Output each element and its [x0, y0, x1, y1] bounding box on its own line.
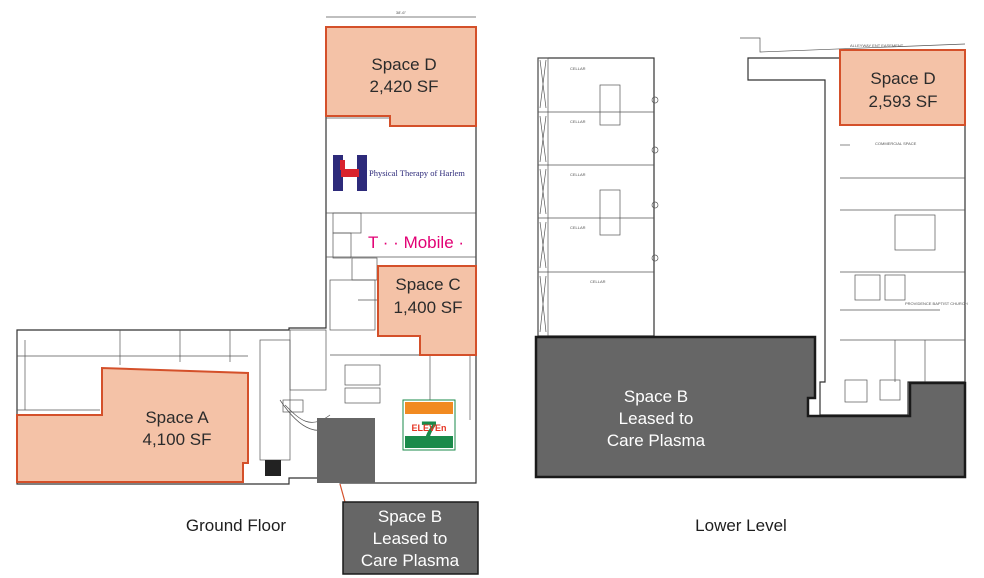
- physical-therapy-name: Physical Therapy of Harlem: [369, 168, 465, 178]
- space-b-lower-tenant: Care Plasma: [607, 431, 706, 450]
- tmobile-logo: T · · Mobile ·: [368, 233, 464, 252]
- seven-eleven-numeral: 7: [421, 416, 438, 449]
- space-b-ground-callout[interactable]: Space B Leased to Care Plasma: [342, 501, 479, 575]
- space-b-ground-name: Space B: [378, 507, 442, 526]
- ground-floor-caption: Ground Floor: [186, 516, 286, 535]
- space-c-area-label: 1,400 SF: [394, 298, 463, 317]
- space-b-lower-leased: Leased to: [619, 409, 694, 428]
- space-d-lower-area-label: 2,593 SF: [869, 92, 938, 111]
- cellar-block: CELLAR CELLAR CELLAR CELLAR CELLAR: [537, 57, 659, 337]
- lower-level-plan: CELLAR CELLAR CELLAR CELLAR CELLAR ALLEY…: [534, 37, 968, 535]
- ground-floor-outline: [16, 26, 477, 485]
- space-b-ground-area[interactable]: [317, 418, 375, 483]
- space-b-lower-name: Space B: [624, 387, 688, 406]
- cellar-label-5: CELLAR: [590, 279, 606, 284]
- space-b-lower-area[interactable]: [534, 335, 967, 479]
- cellar-label-2: CELLAR: [570, 119, 586, 124]
- ground-floor-plan: 38'-6": [16, 10, 479, 575]
- commercial-space-note: COMMERCIAL SPACE: [875, 141, 917, 146]
- callout-line: [339, 483, 346, 503]
- space-d-area[interactable]: [325, 26, 477, 127]
- space-b-ground-leased: Leased to: [373, 529, 448, 548]
- dimension-note: 38'-6": [396, 10, 407, 15]
- lower-level-caption: Lower Level: [695, 516, 787, 535]
- space-d-lower-area[interactable]: [839, 49, 966, 126]
- seven-eleven-name: ELEVEn: [411, 423, 446, 433]
- easement-note: ALLEYWAY ENT EASEMENT: [850, 43, 904, 48]
- physical-therapy-logo: Physical Therapy of Harlem: [333, 155, 465, 191]
- space-c-area[interactable]: [377, 265, 477, 356]
- seven-eleven-logo: 7 ELEVEn: [402, 399, 456, 451]
- space-a-name: Space A: [145, 408, 209, 427]
- cellar-label-3: CELLAR: [570, 172, 586, 177]
- church-note: PROVIDENCE BAPTIST CHURCH: [905, 301, 968, 306]
- cellar-label-4: CELLAR: [570, 225, 586, 230]
- space-d-lower-name: Space D: [870, 69, 935, 88]
- stair-block: [265, 460, 281, 476]
- space-d-area-label: 2,420 SF: [370, 77, 439, 96]
- space-b-ground-tenant: Care Plasma: [361, 551, 460, 570]
- space-c-name: Space C: [395, 275, 460, 294]
- space-d-name: Space D: [371, 55, 436, 74]
- space-a-area-label: 4,100 SF: [143, 430, 212, 449]
- cellar-label-1: CELLAR: [570, 66, 586, 71]
- space-a-area[interactable]: [16, 366, 249, 483]
